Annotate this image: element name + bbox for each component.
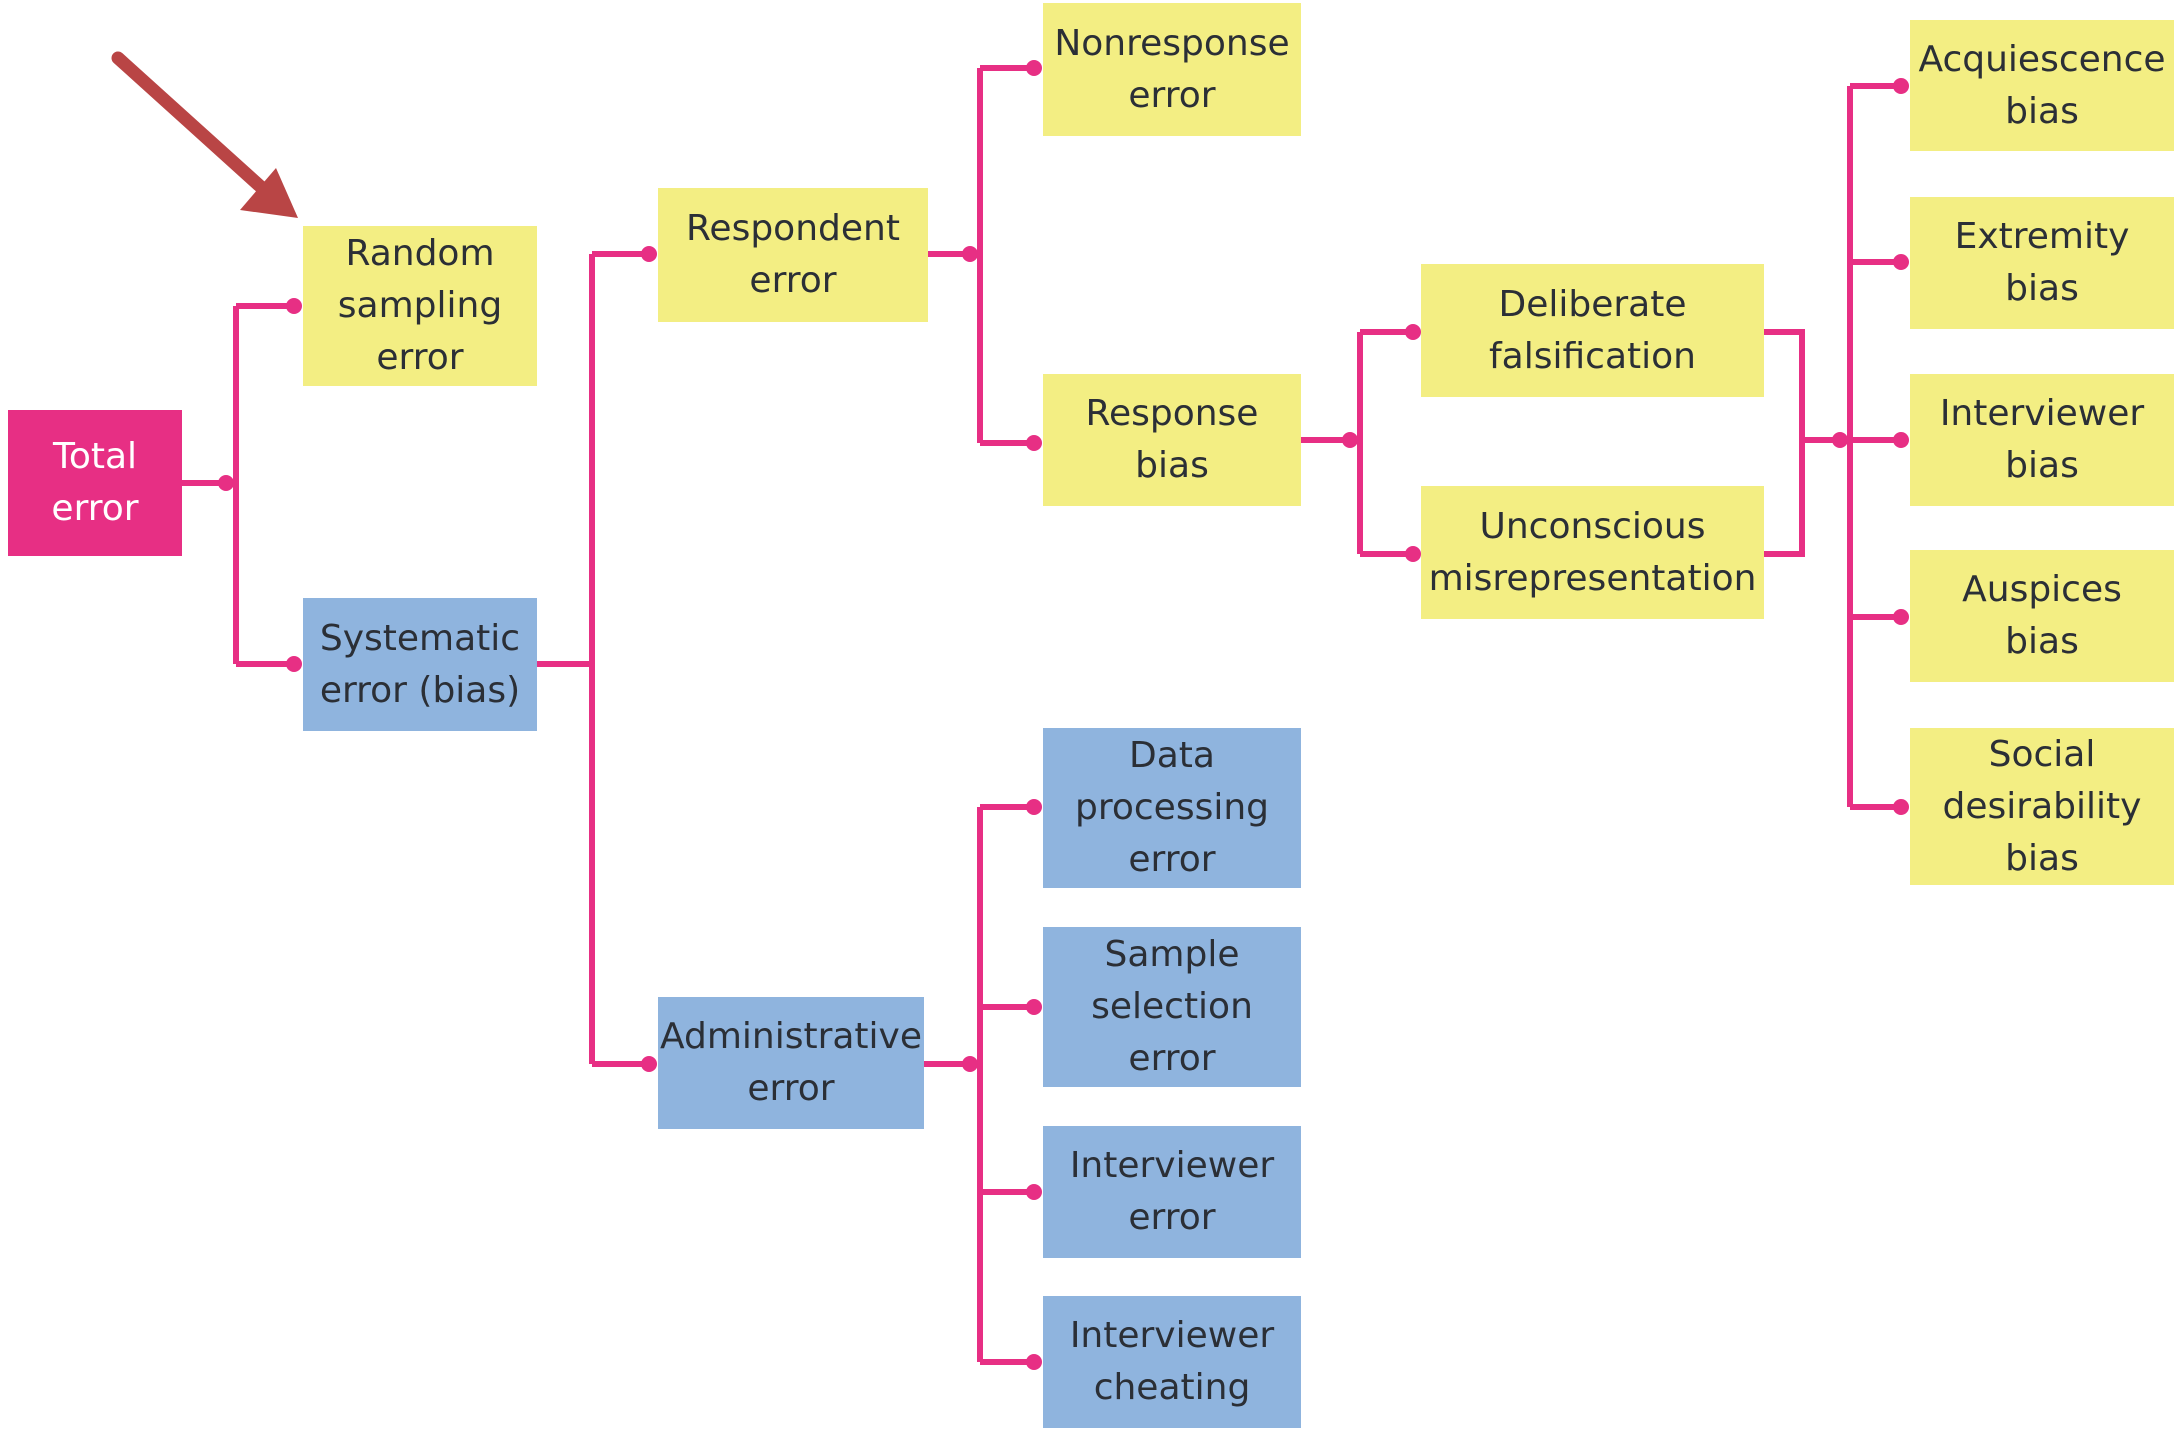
connector-dot [1026, 1184, 1042, 1200]
node-auspices-bias: Auspices bias [1910, 550, 2174, 682]
connector-dot [1026, 999, 1042, 1015]
connector-dot [1026, 1354, 1042, 1370]
connector-dot [1832, 432, 1848, 448]
connector-dot [641, 246, 657, 262]
connector-dot [218, 475, 234, 491]
connector-dot [962, 1056, 978, 1072]
connector-dot [1026, 435, 1042, 451]
connector-dot [1893, 799, 1909, 815]
node-respondent-error: Respondent error [658, 188, 928, 322]
node-interviewer-error: Interviewer error [1043, 1126, 1301, 1258]
connector-systematic-error [537, 251, 649, 1067]
connector-dot [286, 656, 302, 672]
connector-dot [1893, 432, 1909, 448]
node-nonresponse-error: Nonresponse error [1043, 3, 1301, 136]
connector-total-error [182, 303, 294, 667]
node-random-sampling-error: Random sampling error [303, 226, 537, 386]
connector-dot [1893, 78, 1909, 94]
node-deliberate-falsification: Deliberate falsification [1421, 264, 1764, 397]
connector-dot [1342, 432, 1358, 448]
node-systematic-error: Systematic error (bias) [303, 598, 537, 731]
node-data-processing-error: Data processing error [1043, 728, 1301, 888]
node-total-error: Total error [8, 410, 182, 556]
connector-dot [1405, 324, 1421, 340]
connector-dot [1893, 609, 1909, 625]
connector-dot [1026, 60, 1042, 76]
connector-dot [962, 246, 978, 262]
node-interviewer-bias: Interviewer bias [1910, 374, 2174, 506]
node-sample-selection-error: Sample selection error [1043, 927, 1301, 1087]
node-extremity-bias: Extremity bias [1910, 197, 2174, 329]
connector-dot [1893, 254, 1909, 270]
connector-respondent-error [928, 65, 1034, 446]
connector-dot [286, 298, 302, 314]
node-acquiescence-bias: Acquiescence bias [1910, 20, 2174, 151]
connector-falsification-group [1764, 83, 1901, 810]
connector-response-bias [1301, 329, 1413, 557]
node-unconscious-misrepresentation: Unconscious misrepresentation [1421, 486, 1764, 619]
arrow-pointer-icon [111, 51, 298, 218]
node-response-bias: Response bias [1043, 374, 1301, 506]
connector-dot [1405, 546, 1421, 562]
connector-dot [641, 1056, 657, 1072]
node-social-desirability-bias: Social desirability bias [1910, 728, 2174, 885]
connector-dot [1026, 799, 1042, 815]
node-administrative-error: Administrative error [658, 997, 924, 1129]
connector-administrative-error [924, 804, 1034, 1365]
node-interviewer-cheating: Interviewer cheating [1043, 1296, 1301, 1428]
